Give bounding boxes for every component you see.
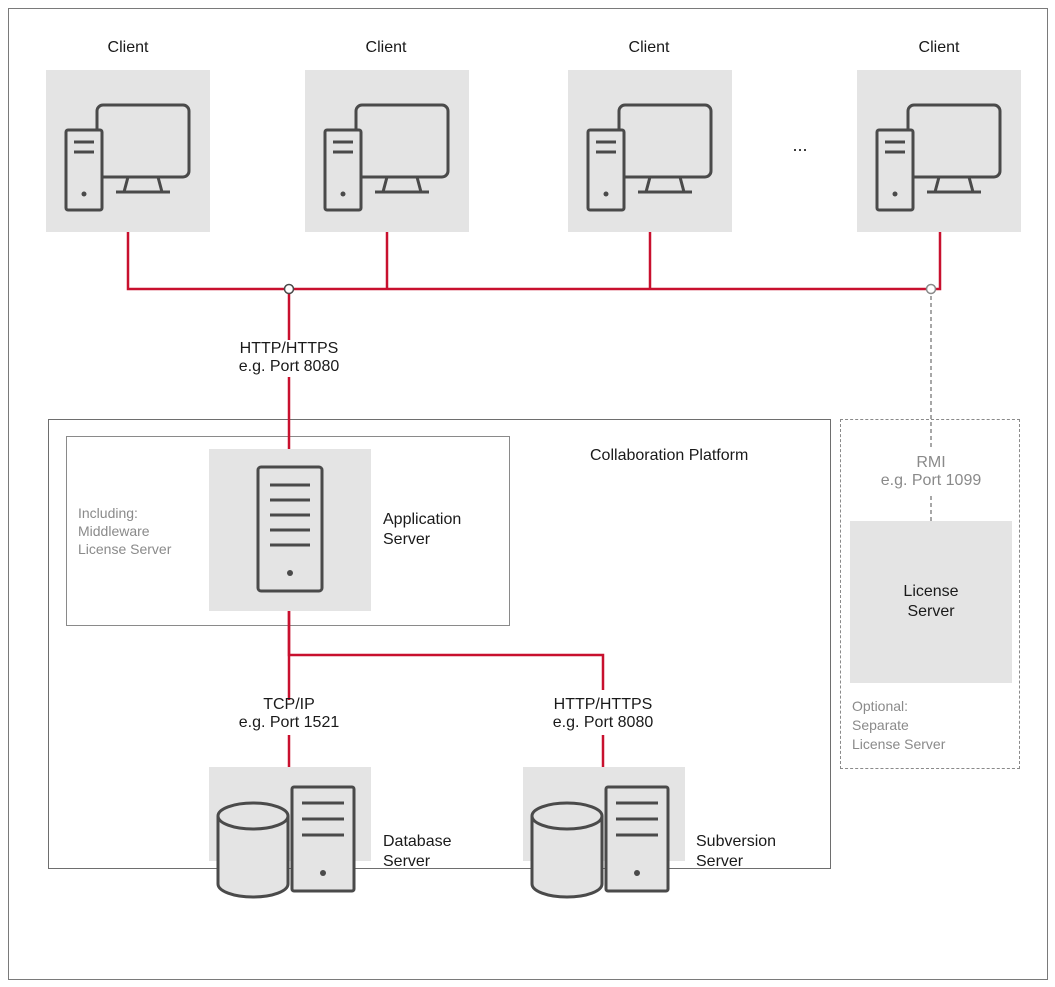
license-server-label-1: License: [903, 583, 959, 600]
computer-icon: [64, 103, 191, 212]
junction-dot-http: [283, 283, 295, 295]
rmi-link-port: e.g. Port 1099: [880, 472, 982, 489]
client-label-2: Client: [365, 39, 407, 56]
platform-title: Collaboration Platform: [590, 447, 749, 464]
client-bus-line: [126, 232, 942, 291]
svn-link-port: e.g. Port 8080: [552, 714, 654, 731]
server-tower-icon: [256, 465, 324, 593]
license-server-label-2: Server: [907, 603, 955, 620]
optional-note-1: Optional:: [852, 698, 909, 714]
client-link-port: e.g. Port 8080: [238, 358, 340, 375]
client-label-3: Client: [628, 39, 670, 56]
subversion-server-label-2: Server: [696, 853, 744, 870]
computer-icon: [586, 103, 713, 212]
subversion-server-label-1: Subversion: [696, 833, 777, 850]
including-note-1: Including:: [78, 505, 138, 521]
client-label-1: Client: [107, 39, 149, 56]
computer-icon: [875, 103, 1002, 212]
db-link-protocol: TCP/IP: [263, 696, 315, 713]
clients-ellipsis: ...: [792, 135, 808, 155]
including-note-2: Middleware: [78, 523, 150, 539]
client-label-4: Client: [918, 39, 960, 56]
svn-link-protocol: HTTP/HTTPS: [553, 696, 653, 713]
diagram-frame: [8, 8, 1048, 980]
application-server-label-1: Application: [383, 511, 462, 528]
including-note-3: License Server: [78, 541, 172, 557]
db-link-port: e.g. Port 1521: [238, 714, 340, 731]
database-server-label-1: Database: [383, 833, 452, 850]
repository-icon: [530, 785, 670, 899]
database-icon: [216, 785, 356, 899]
client-link-protocol: HTTP/HTTPS: [239, 340, 339, 357]
application-server-label-2: Server: [383, 531, 431, 548]
collaboration-platform-group: [48, 419, 831, 869]
optional-note-3: License Server: [852, 736, 946, 752]
optional-note-2: Separate: [852, 717, 909, 733]
junction-dot-rmi: [925, 283, 937, 295]
app-to-svn-path: [287, 611, 605, 690]
optional-license-server-group: [840, 419, 1020, 769]
network-links: [126, 232, 942, 767]
computer-icon: [323, 103, 450, 212]
rmi-link-protocol: RMI: [916, 454, 946, 471]
license-server-box: [850, 521, 1012, 683]
database-server-label-2: Server: [383, 853, 431, 870]
